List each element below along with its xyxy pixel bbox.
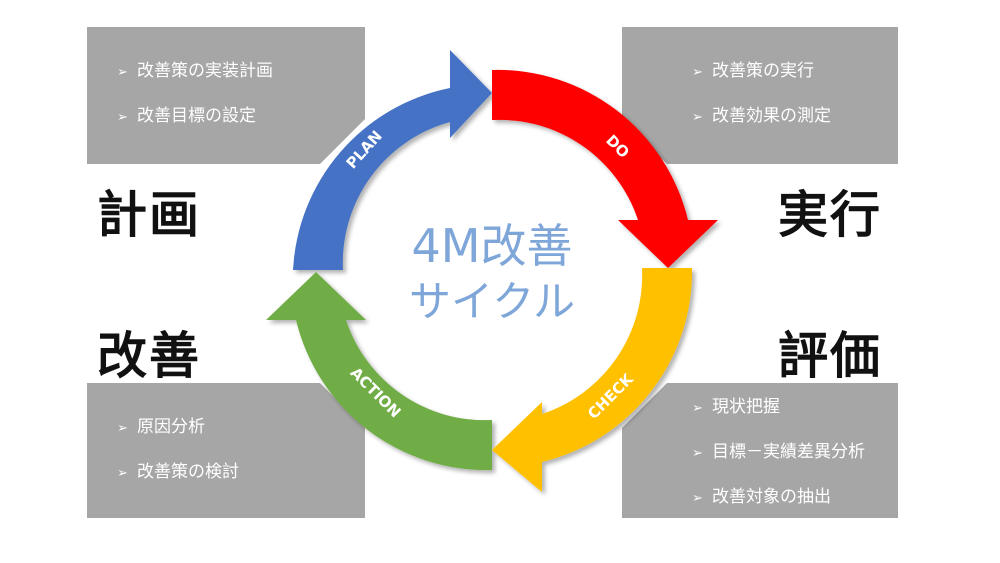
heading-plan: 計画 [97, 186, 201, 244]
action-box: ➢原因分析 ➢改善策の検討 [87, 383, 365, 518]
plan-arrow [293, 50, 492, 270]
action-item: ➢原因分析 [117, 405, 239, 450]
bullet-arrow-icon: ➢ [692, 65, 703, 80]
center-title: 4M改善 サイクル [392, 218, 592, 330]
plan-box-shape [87, 27, 365, 164]
bullet-arrow-icon: ➢ [692, 401, 703, 416]
do-box: ➢改善策の実行 ➢改善効果の測定 [622, 27, 898, 164]
action-item: ➢改善策の検討 [117, 450, 239, 495]
do-item: ➢改善効果の測定 [692, 94, 831, 139]
bullet-arrow-icon: ➢ [692, 491, 703, 506]
action-box-shape [87, 383, 365, 518]
action-arrow [266, 272, 492, 471]
bullet-arrow-icon: ➢ [117, 110, 128, 125]
center-title-line2: サイクル [409, 277, 575, 326]
do-arrow [492, 69, 718, 268]
check-arrow [492, 268, 693, 492]
plan-item: ➢改善策の実装計画 [117, 49, 273, 94]
do-item: ➢改善策の実行 [692, 49, 831, 94]
check-item: ➢改善対象の抽出 [692, 475, 865, 520]
check-box: ➢現状把握 ➢目標－実績差異分析 ➢改善対象の抽出 [622, 383, 898, 518]
bullet-arrow-icon: ➢ [692, 446, 703, 461]
check-item: ➢現状把握 [692, 385, 865, 430]
check-box-shape [622, 383, 898, 518]
bullet-arrow-icon: ➢ [117, 421, 128, 436]
do-box-shape [622, 27, 898, 164]
bullet-arrow-icon: ➢ [692, 110, 703, 125]
plan-item: ➢改善目標の設定 [117, 94, 273, 139]
check-item: ➢目標－実績差異分析 [692, 430, 865, 475]
heading-check: 評価 [778, 327, 882, 385]
heading-do: 実行 [778, 186, 882, 244]
center-title-line1: 4M改善 [411, 219, 573, 273]
bullet-arrow-icon: ➢ [117, 65, 128, 80]
plan-box: ➢改善策の実装計画 ➢改善目標の設定 [87, 27, 365, 164]
bullet-arrow-icon: ➢ [117, 466, 128, 481]
heading-action: 改善 [97, 327, 201, 385]
